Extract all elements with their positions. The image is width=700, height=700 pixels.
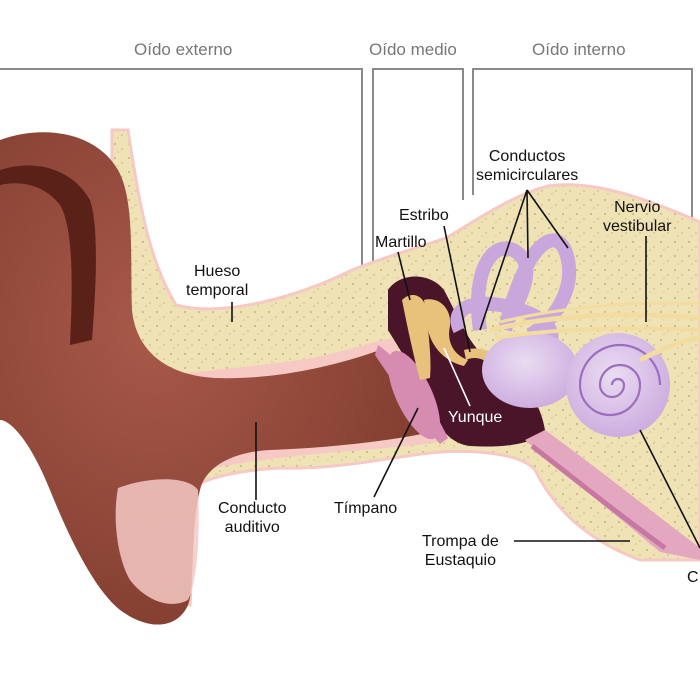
pinna-helix-shadow [0,165,96,345]
leader-conductos-b [526,189,529,259]
section-title-outer-ear: Oído externo [134,40,233,59]
label-hueso-temporal-line2: temporal [186,282,249,299]
semicircular-canal-2 [498,233,577,342]
leader-coclea [639,429,700,549]
tympanic-disc [387,350,441,440]
cochlea-spiral [578,343,662,417]
label-conductos-semicirculares: Conductos semicirculares [476,147,578,185]
leader-martillo [397,251,411,301]
label-conducto-line2: auditivo [224,519,280,536]
label-trompa-eustaquio: Trompa de Eustaquio [422,532,499,570]
section-title-middle-ear: Oído medio [369,40,457,59]
label-trompa-line1: Trompa de [422,533,499,550]
label-conductos-line2: semicirculares [476,167,579,184]
eustachian-tube-inner [530,444,667,551]
label-yunque: Yunque [448,409,503,426]
leader-conductos-c [526,189,569,249]
label-nervio-vestibular: Nervio vestibular [603,198,671,236]
label-conducto-line1: Conducto [218,500,287,517]
leader-conductos-a [479,189,528,331]
section-title-inner-ear: Oído interno [532,40,626,59]
vestibule [482,332,578,408]
bracket-outer [0,68,363,268]
label-nervio-line2: vestibular [603,218,672,235]
label-timpano: Tímpano [334,500,398,517]
bracket-inner [472,68,693,268]
label-estribo: Estribo [399,207,449,224]
section-brackets [0,68,693,268]
leader-yunque [443,347,471,407]
label-hueso-temporal-line1: Hueso [194,263,241,280]
malleus [402,294,431,380]
bracket-middle [372,68,464,268]
pinna-lobe [115,479,199,604]
label-martillo: Martillo [375,234,427,251]
pinna [0,132,440,625]
label-nervio-line1: Nervio [614,199,661,216]
leader-estribo [443,225,471,353]
label-conductos-line1: Conductos [488,148,566,165]
leader-lines [231,189,700,549]
label-coclea-partial: C [687,569,699,586]
eustachian-tube [525,430,700,560]
leader-timpano [373,407,419,498]
label-conducto-auditivo: Conducto auditivo [218,499,287,537]
cochlea [566,333,670,437]
label-hueso-temporal: Hueso temporal [186,262,248,300]
vestibular-nerve [489,301,700,363]
incus [424,299,468,366]
label-trompa-line2: Eustaquio [424,552,496,569]
